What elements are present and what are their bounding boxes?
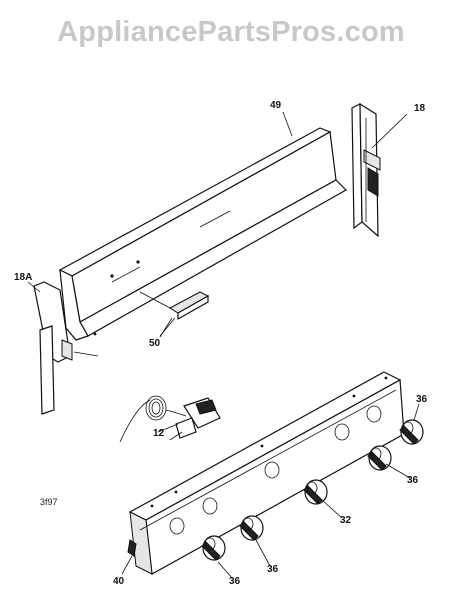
callout-32: 32 <box>340 515 352 526</box>
callout-12: 12 <box>153 428 165 439</box>
callout-36-right: 36 <box>407 475 419 486</box>
knob-32 <box>303 479 328 505</box>
callout-36-bottom-left: 36 <box>229 576 241 587</box>
knob-36-bottom-mid <box>239 515 264 541</box>
knob-36-right-top <box>399 419 424 445</box>
part-18a-end-bracket <box>27 281 99 415</box>
diagram-code: 3f97 <box>40 497 58 507</box>
part-18-end-bracket <box>351 102 408 238</box>
part-12-thermostat <box>119 395 221 443</box>
callout-50: 50 <box>149 338 161 349</box>
callout-18: 18 <box>414 103 426 114</box>
callout-36-bottom-mid: 36 <box>267 564 279 575</box>
knob-36-right-mid <box>367 445 392 471</box>
callout-36-top-right: 36 <box>416 394 428 405</box>
callout-18a: 18A <box>14 272 33 283</box>
callout-49: 49 <box>270 100 282 111</box>
knob-36-bottom-left <box>201 535 226 561</box>
part-49-backguard <box>58 127 347 341</box>
control-panel-base <box>127 371 405 575</box>
callout-40: 40 <box>113 576 125 587</box>
leader-lines <box>121 111 420 579</box>
watermark-logo: AppliancePartsPros.com <box>57 16 405 48</box>
part-50-bracket <box>139 291 210 337</box>
